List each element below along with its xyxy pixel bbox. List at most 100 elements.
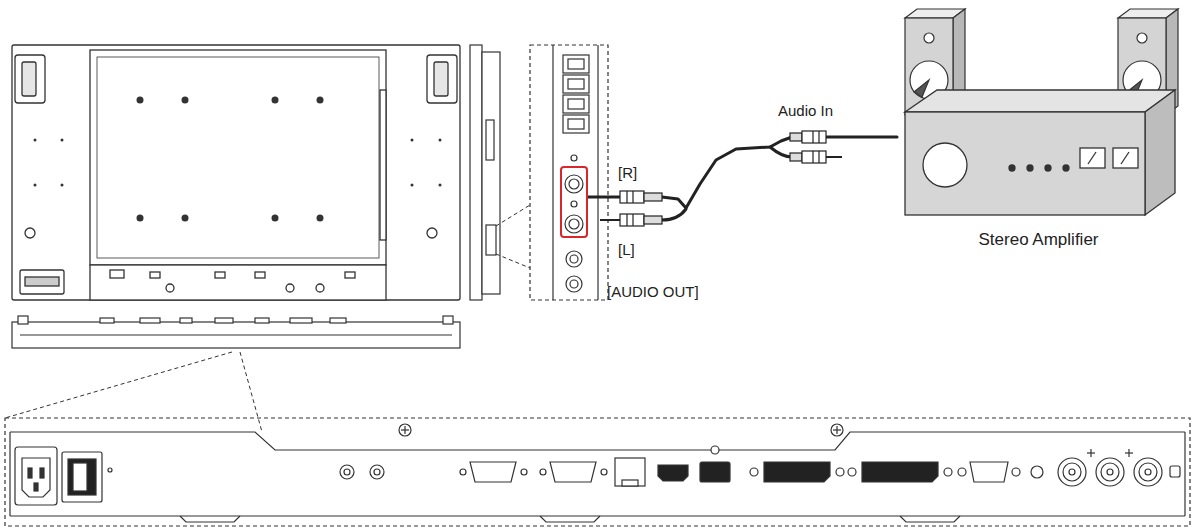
io-connector xyxy=(15,447,57,505)
bottom-panel-inset xyxy=(10,515,1185,516)
io-connector xyxy=(831,424,843,436)
display-bottom-view xyxy=(12,316,460,348)
display-bottom-view xyxy=(290,318,312,323)
display-rear-view xyxy=(345,272,355,278)
mounting-hole xyxy=(137,215,144,222)
bottom-panel-inset xyxy=(1184,432,1185,516)
display-rear-view xyxy=(15,55,45,103)
rca-plug xyxy=(600,131,842,226)
amplifier-body xyxy=(1063,165,1069,171)
io-connector xyxy=(62,452,102,502)
display-rear-view xyxy=(434,62,448,96)
side-panel-inset xyxy=(571,201,577,207)
display-rear-view xyxy=(427,55,457,103)
io-connector xyxy=(1134,458,1162,486)
amplifier-body xyxy=(1145,90,1175,215)
display-rear-view xyxy=(215,272,225,278)
rca-plug xyxy=(626,191,627,203)
rca-plug xyxy=(826,136,842,138)
rca-plug xyxy=(812,151,813,163)
mounting-hole xyxy=(272,97,279,104)
mounting-hole xyxy=(317,97,324,104)
amplifier-body xyxy=(923,143,967,187)
io-connector xyxy=(540,469,546,475)
io-connector xyxy=(399,424,411,436)
mounting-hole xyxy=(61,139,64,142)
mounting-hole xyxy=(34,97,442,222)
io-connector xyxy=(15,424,1180,505)
rca-plug xyxy=(790,153,802,161)
amplifier-body xyxy=(905,90,1175,112)
side-panel-inset xyxy=(568,79,584,89)
cable-wire xyxy=(662,209,686,220)
display-rear-view xyxy=(90,265,386,300)
io-connector xyxy=(944,468,952,476)
side-panel-inset xyxy=(570,255,578,263)
io-connector xyxy=(958,468,966,476)
io-connector xyxy=(22,458,50,497)
mounting-hole xyxy=(34,139,37,142)
amplifier-body xyxy=(1088,152,1096,164)
io-connector xyxy=(1128,449,1129,457)
rca-plug xyxy=(818,131,819,143)
side-panel-inset xyxy=(565,175,583,193)
io-connector xyxy=(836,468,844,476)
zoom-leader-line xyxy=(496,254,530,268)
io-connector xyxy=(73,463,87,491)
side-panel-inset xyxy=(563,115,589,133)
stereo-amplifier: Stereo Amplifier xyxy=(897,88,1180,258)
io-connector xyxy=(370,465,384,479)
zoom-leader-line xyxy=(496,205,530,226)
cable-wire xyxy=(662,147,792,220)
side-panel-inset xyxy=(597,45,598,300)
display-rear-view xyxy=(380,90,386,240)
amplifier-body xyxy=(1121,152,1129,164)
io-connector xyxy=(658,465,688,481)
mounting-hole xyxy=(439,184,442,187)
io-connector xyxy=(1090,449,1091,457)
mounting-hole xyxy=(272,215,279,222)
io-connector xyxy=(1107,469,1113,475)
display-bottom-view xyxy=(180,318,192,323)
mounting-hole xyxy=(411,184,414,187)
display-rear-view xyxy=(25,228,35,238)
display-bottom-view xyxy=(20,334,452,335)
side-panel-inset xyxy=(565,215,583,233)
zoom-leader-line xyxy=(240,352,262,432)
display-side-view xyxy=(470,45,482,300)
side-panel-inset xyxy=(530,45,608,300)
side-panel-inset xyxy=(566,276,582,292)
loudspeaker xyxy=(1137,33,1147,43)
loudspeaker xyxy=(914,80,929,97)
amplifier-body xyxy=(1027,165,1033,171)
io-connector xyxy=(1031,466,1043,478)
bottom-panel-inset xyxy=(900,516,960,522)
amplifier-body xyxy=(1113,148,1138,168)
display-side-view xyxy=(482,52,500,294)
io-connector xyxy=(470,462,516,482)
io-connector xyxy=(700,462,730,482)
io-connector xyxy=(1145,469,1151,475)
mounting-hole xyxy=(411,139,414,142)
mounting-hole xyxy=(61,184,64,187)
side-panel-inset xyxy=(566,251,582,267)
display-rear-view xyxy=(255,272,265,278)
io-connector xyxy=(344,469,350,475)
loudspeaker xyxy=(905,9,1178,115)
display-rear-view xyxy=(12,45,460,300)
io-connector xyxy=(622,480,638,486)
io-connector xyxy=(108,468,112,472)
io-connector xyxy=(28,468,32,478)
display-rear-view xyxy=(97,57,379,258)
io-connector xyxy=(40,468,44,478)
display-rear-view xyxy=(166,284,174,292)
mounting-hole xyxy=(137,97,144,104)
io-connector xyxy=(1058,458,1086,486)
io-connector xyxy=(1096,458,1124,486)
side-panel-inset xyxy=(569,179,579,189)
display-bottom-view xyxy=(255,318,269,323)
display-side-view xyxy=(486,120,494,160)
display-bottom-view xyxy=(215,318,233,323)
